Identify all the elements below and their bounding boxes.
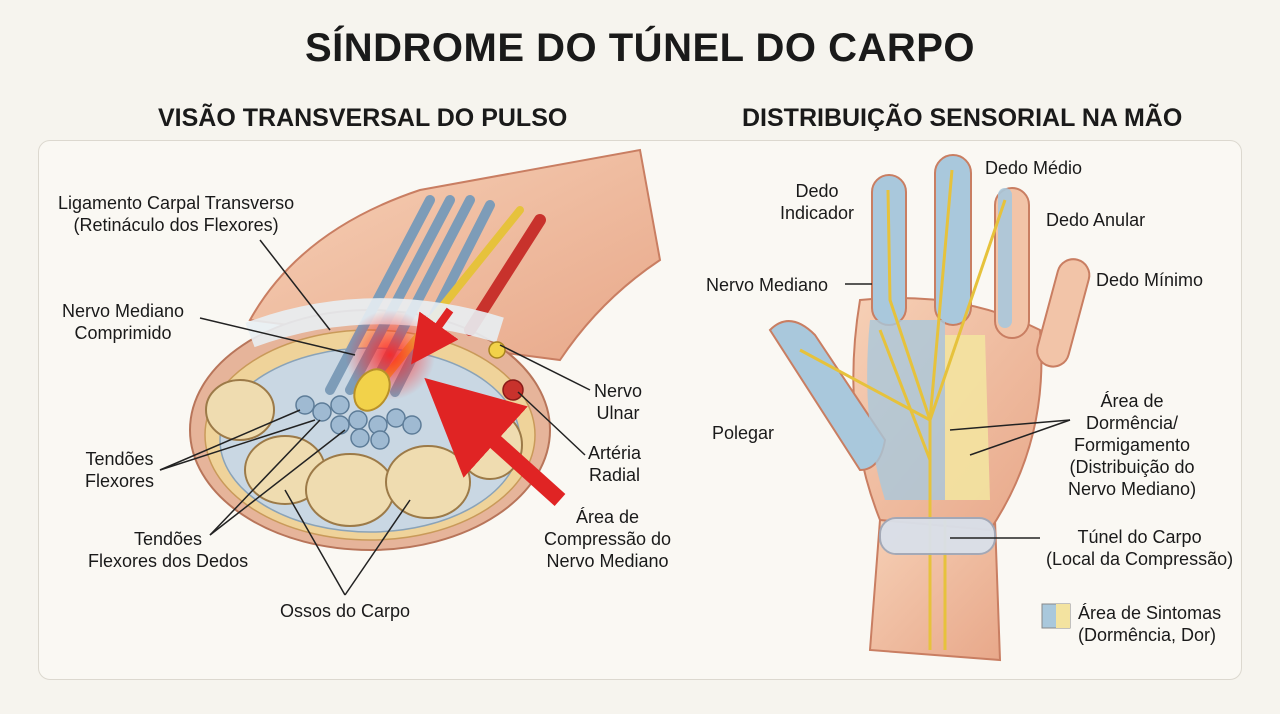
compression-arrow-large (424, 377, 566, 506)
middle-finger (934, 154, 972, 326)
label-area-dormencia: Área de Dormência/ Formigamento (Distrib… (1068, 391, 1197, 499)
compression-arrow-top (411, 307, 459, 365)
label-ossos-carpo: Ossos do Carpo (280, 601, 411, 621)
label-tunel-carpo: Túnel do Carpo (Local da Compressão) (1046, 527, 1234, 569)
label-dedo-anular: Dedo Anular (1046, 210, 1146, 230)
tendon-ends (295, 395, 422, 450)
label-polegar: Polegar (712, 423, 775, 443)
label-tendoes-dedos: Tendões Flexores dos Dedos (88, 529, 249, 571)
carpal-tunnel-band (879, 517, 996, 555)
label-nervo-mediano: Nervo Mediano (706, 275, 829, 295)
nerve-branches (799, 169, 1007, 650)
transverse-ligament (245, 298, 504, 348)
label-arteria-radial: Artéria Radial (588, 443, 642, 485)
label-tendoes-flexores: Tendões Flexores (85, 449, 155, 491)
right-panel-subtitle: DISTRIBUIÇÃO SENSORIAL NA MÃO (742, 104, 1183, 132)
right-leader-lines (845, 283, 1071, 539)
left-leader-lines (159, 239, 591, 596)
little-finger (1036, 258, 1091, 368)
label-area-compressao: Área de Compressão do Nervo Mediano (544, 507, 672, 571)
label-nervo-ulnar: Nervo Ulnar (594, 381, 643, 423)
compressed-median-nerve (353, 368, 391, 412)
label-dedo-medio: Dedo Médio (985, 158, 1083, 178)
label-dedo-indicador: Dedo Indicador (780, 181, 855, 223)
label-nervo-comprimido: Nervo Mediano Comprimido (62, 301, 185, 343)
label-ligamento: Ligamento Carpal Transverso (Retináculo … (58, 193, 295, 235)
page-title: SÍNDROME DO TÚNEL DO CARPO (304, 26, 976, 70)
left-panel-subtitle: VISÃO TRANSVERSAL DO PULSO (158, 104, 568, 132)
hand-illustration (768, 154, 1091, 662)
wrist-cross-section (159, 148, 662, 596)
legend-text: Área de Sintomas (Dormência, Dor) (1078, 603, 1222, 645)
label-dedo-minimo: Dedo Mínimo (1096, 270, 1204, 290)
